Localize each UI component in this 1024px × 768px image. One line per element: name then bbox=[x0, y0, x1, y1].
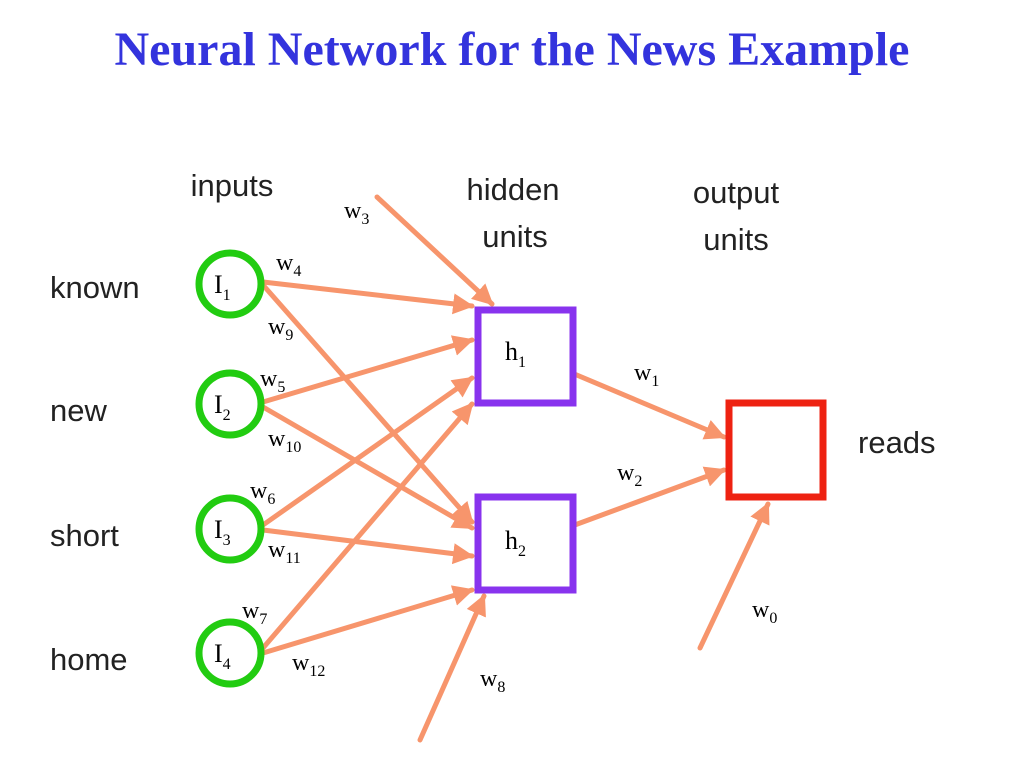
svg-text:I4: I4 bbox=[214, 639, 231, 673]
weight-label-w6: w6 bbox=[250, 478, 275, 508]
output-units-label-line2: units bbox=[703, 222, 768, 257]
svg-text:I2: I2 bbox=[214, 390, 231, 424]
weight-label-w4: w4 bbox=[276, 250, 301, 280]
edge-h2-out bbox=[569, 466, 727, 529]
input-word-new: new bbox=[50, 393, 107, 428]
weight-label-w8: w8 bbox=[480, 666, 505, 696]
input-word-short: short bbox=[50, 518, 119, 553]
hidden-node-2-label: h bbox=[505, 526, 518, 555]
edge-i1-h2 bbox=[260, 282, 475, 525]
edge-i3-h2 bbox=[260, 527, 475, 565]
input-node-3-label: I bbox=[214, 515, 223, 544]
input-node-4-label: I bbox=[214, 639, 223, 668]
edge-bias-out bbox=[697, 501, 771, 651]
hidden-units-label-line2: units bbox=[482, 219, 547, 254]
hidden-node-1-subscript: 1 bbox=[518, 354, 526, 371]
output-word-reads: reads bbox=[858, 425, 936, 460]
weight-label-w11: w11 bbox=[268, 537, 301, 567]
output-node bbox=[725, 399, 827, 501]
input-node-3-subscript: 3 bbox=[223, 532, 231, 549]
hidden-node-2: h2 bbox=[474, 493, 577, 594]
inputs-label: inputs bbox=[191, 168, 274, 203]
edge-i4-h2 bbox=[260, 585, 475, 656]
weight-label-w1: w1 bbox=[634, 360, 659, 390]
edge-i2-h2 bbox=[260, 404, 475, 531]
slide-title: Neural Network for the News Example bbox=[114, 23, 910, 76]
weight-label-w5: w5 bbox=[260, 366, 285, 396]
input-node-4: I4 bbox=[195, 618, 265, 688]
input-node-1: I1 bbox=[195, 249, 265, 319]
hidden-node-1-label: h bbox=[505, 337, 518, 366]
connection-arrows bbox=[260, 194, 771, 743]
input-node-1-subscript: 1 bbox=[223, 287, 231, 304]
weight-label-w12: w12 bbox=[292, 650, 325, 680]
weight-label-w2: w2 bbox=[617, 460, 642, 490]
svg-text:h2: h2 bbox=[505, 526, 526, 560]
hidden-node-2-subscript: 2 bbox=[518, 543, 526, 560]
svg-text:I3: I3 bbox=[214, 515, 231, 549]
input-node-1-label: I bbox=[214, 270, 223, 299]
input-node-3: I3 bbox=[195, 494, 265, 564]
weight-label-w0: w0 bbox=[752, 597, 777, 627]
weight-label-w9: w9 bbox=[268, 314, 293, 344]
input-word-home: home bbox=[50, 642, 128, 677]
edge-bias-h2 bbox=[417, 593, 487, 743]
weight-label-w10: w10 bbox=[268, 426, 301, 456]
input-node-4-subscript: 4 bbox=[223, 656, 231, 673]
edge-i1-h1 bbox=[260, 279, 475, 315]
edge-i2-h1 bbox=[260, 335, 475, 405]
input-node-2: I2 bbox=[195, 369, 265, 439]
edge-h1-out bbox=[569, 370, 727, 440]
edge-bias-h1 bbox=[374, 194, 495, 307]
edge-i3-h1 bbox=[260, 375, 475, 528]
input-node-2-subscript: 2 bbox=[223, 407, 231, 424]
input-word-known: known bbox=[50, 270, 140, 305]
edge-i4-h1 bbox=[260, 401, 475, 651]
svg-text:h1: h1 bbox=[505, 337, 526, 371]
hidden-node-1: h1 bbox=[474, 306, 577, 407]
svg-text:I1: I1 bbox=[214, 270, 231, 304]
output-units-label-line1: output bbox=[693, 175, 780, 210]
weight-label-w3: w3 bbox=[344, 198, 369, 228]
input-node-2-label: I bbox=[214, 390, 223, 419]
weight-label-w7: w7 bbox=[242, 598, 267, 628]
hidden-units-label-line1: hidden bbox=[466, 172, 559, 207]
